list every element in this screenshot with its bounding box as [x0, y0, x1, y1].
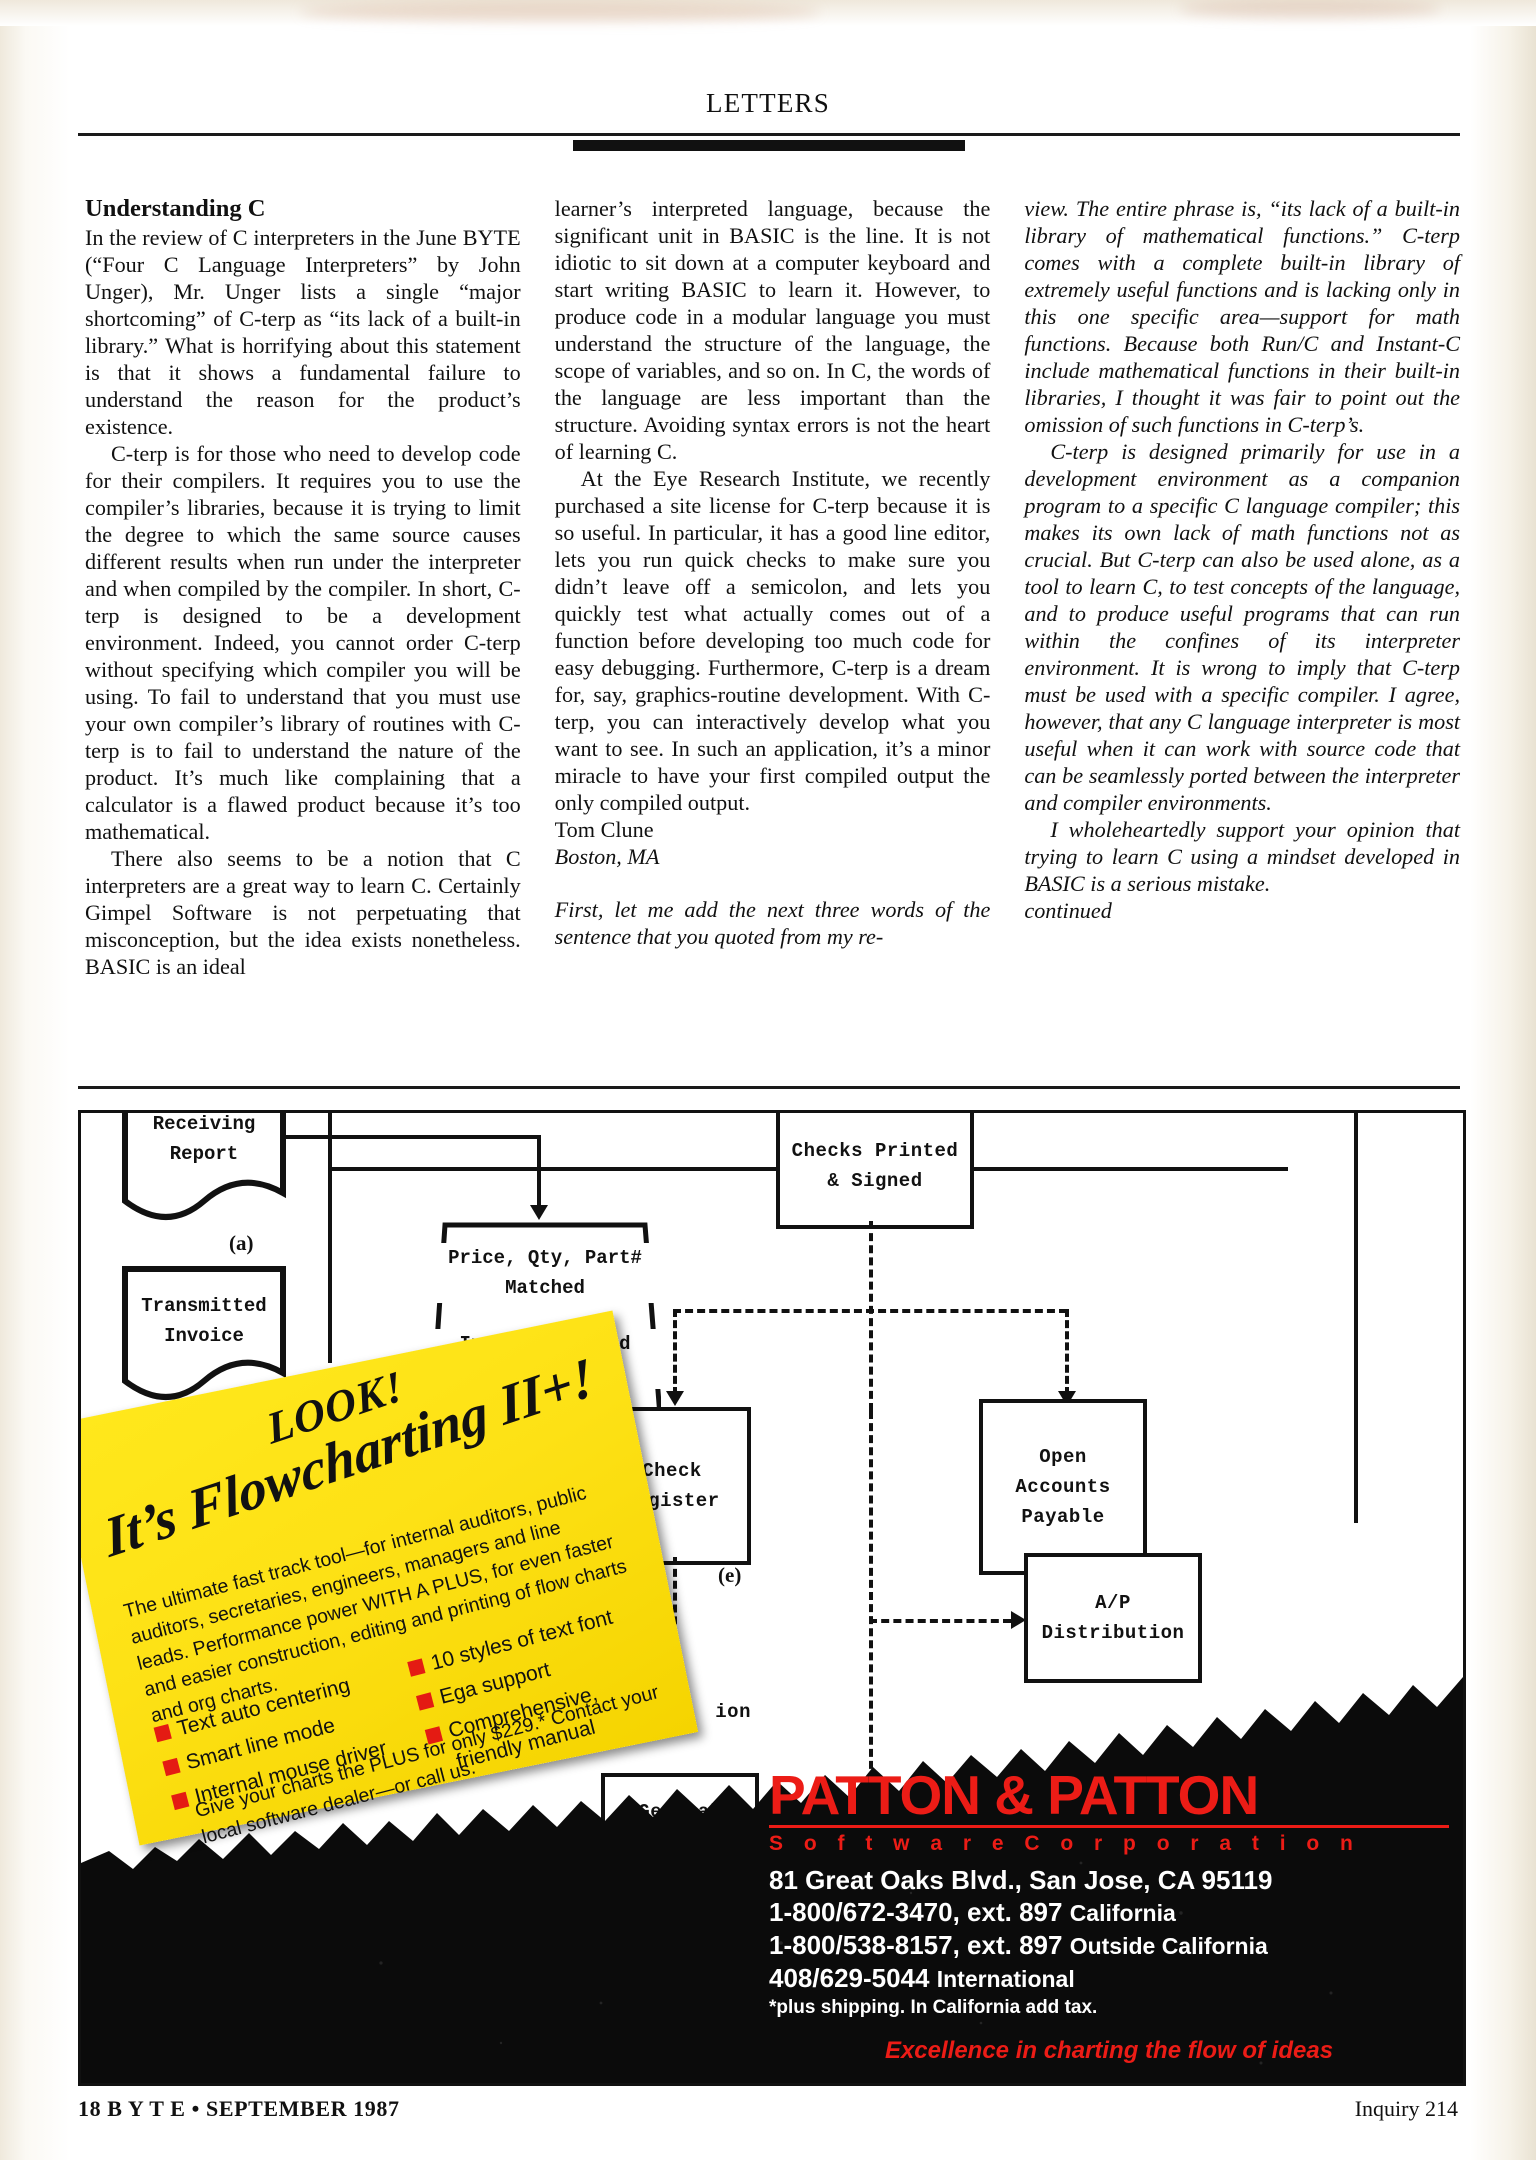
scan-edge — [0, 0, 1536, 26]
flowchart-node-ap-distribution: A/P Distribution — [1024, 1553, 1202, 1683]
ad-company-phone-3-region: International — [936, 1966, 1075, 1992]
letter-col1-paragraph-2: C-terp is for those who need to develop … — [85, 441, 521, 844]
ad-divider-rule — [78, 1086, 1460, 1089]
ad-company-phone-1-number: 1-800/672-3470, ext. 897 — [769, 1897, 1063, 1927]
flowchart-node-checks-line-1: Checks Printed — [791, 1140, 959, 1162]
flowchart-node-receiving-report-line-1: Receiving — [152, 1113, 256, 1135]
flowchart-node-transmitted-invoice-line-1: Transmitted — [141, 1295, 267, 1317]
letter-col1-paragraph-1: In the review of C interpreters in the J… — [85, 225, 521, 439]
flowchart-dashed-connector — [869, 1221, 873, 1411]
flowchart-node-oap-line-2: Accounts — [1015, 1476, 1111, 1498]
ad-company-name: PATTON & PATTON — [769, 1764, 1259, 1826]
ad-company-address: 81 Great Oaks Blvd., San Jose, CA 95119 — [769, 1865, 1273, 1895]
flowchart-node-oap-line-1: Open — [1039, 1446, 1087, 1468]
flowchart-label-a: (a) — [229, 1231, 254, 1255]
flowchart-node-check-register-line-1: Check — [642, 1460, 702, 1482]
ad-content: Receiving Report (a) Transmitted Invoice… — [81, 1113, 1463, 2083]
flowchart-dashed-connector — [673, 1309, 677, 1395]
bullet-square-icon — [153, 1724, 172, 1743]
flowchart-node-oap-line-3: Payable — [1021, 1506, 1105, 1528]
flowchart-node-open-accounts-payable: Open Accounts Payable — [979, 1399, 1147, 1575]
ad-company-phone-3: 408/629-5044 International — [769, 1962, 1449, 1995]
flowchart-connector — [281, 1113, 285, 1139]
ad-black-panel — [81, 1663, 1463, 2083]
spacer — [555, 870, 991, 896]
flowchart-node-checks-line-2: & Signed — [827, 1170, 923, 1192]
flowchart-node-checks-printed: Checks Printed & Signed — [776, 1113, 974, 1229]
ad-company-disclaimer: *plus shipping. In California add tax. — [769, 1997, 1098, 2018]
flowchart-node-receiving-report: Receiving Report — [121, 1113, 286, 1227]
bullet-square-icon — [407, 1658, 426, 1677]
letter-col1-paragraph-3: There also seems to be a notion that C i… — [85, 846, 521, 979]
header-accent-bar — [573, 140, 965, 151]
flowchart-arrow-down — [666, 1391, 684, 1406]
flowchart-dashed-connector — [673, 1309, 1067, 1313]
ad-company-phone-1: 1-800/672-3470, ext. 897 California — [769, 1896, 1449, 1929]
ad-company-block: PATTON & PATTON S o f t w a r e C o r p … — [769, 1767, 1449, 2065]
flowchart-arrow-right — [1011, 1611, 1026, 1629]
flowchart-node-ap-line-1: A/P — [1095, 1592, 1131, 1614]
editor-reply-paragraph-3: I wholeheartedly support your opinion th… — [1024, 817, 1461, 896]
letter-signer-city: Boston, MA — [554, 844, 660, 869]
flowchart-dashed-connector — [869, 1619, 1011, 1623]
flowchart-node-ap-line-2: Distribution — [1041, 1622, 1185, 1644]
letter-title: Understanding C — [85, 195, 266, 222]
flowchart-connector — [281, 1135, 541, 1139]
bullet-square-icon — [171, 1791, 190, 1811]
ad-company-rule — [769, 1825, 1449, 1828]
flowchart-connector — [1354, 1113, 1358, 1523]
bullet-square-icon — [415, 1692, 435, 1711]
page-title: LETTERS — [706, 88, 830, 118]
flowchart-node-price-line-2: Matched — [429, 1273, 661, 1303]
flowchart-dashed-connector — [869, 1411, 873, 1781]
flowchart-node-receiving-report-line-2: Report — [169, 1143, 239, 1165]
ad-company-phone-2-number: 1-800/538-8157, ext. 897 — [769, 1930, 1063, 1960]
letter-col2-paragraph-2: At the Eye Research Institute, we recent… — [554, 466, 991, 815]
column-2: learner’s interpreted language, because … — [555, 195, 991, 1075]
letter-col2-paragraph-1: learner’s interpreted language, because … — [554, 196, 991, 464]
ad-company-phone-3-number: 408/629-5044 — [769, 1963, 930, 1993]
ad-company-phone-2-region: Outside California — [1069, 1933, 1268, 1959]
editor-reply-paragraph-2: C-terp is designed primarily for use in … — [1024, 439, 1461, 815]
flowchart-label-e-left: (e) — [718, 1563, 742, 1587]
advertisement[interactable]: Receiving Report (a) Transmitted Invoice… — [78, 1110, 1466, 2086]
flowchart-node-partial-text: ion — [715, 1701, 751, 1723]
ad-company-phone-2: 1-800/538-8157, ext. 897 Outside Califor… — [769, 1929, 1449, 1962]
ad-company-phone-1-region: California — [1069, 1900, 1176, 1926]
flowchart-dashed-connector — [1065, 1309, 1069, 1395]
flowchart-arrow-down — [530, 1205, 548, 1220]
page-footer-left: 18 B Y T E • SEPTEMBER 1987 — [78, 2096, 400, 2121]
ad-company-tagline: Excellence in charting the flow of ideas — [884, 2037, 1334, 2064]
letter-signer-name: Tom Clune — [554, 817, 654, 842]
column-1: Understanding C In the review of C inter… — [85, 195, 521, 1075]
flowchart-node-price-line-1: Price, Qty, Part# — [429, 1243, 661, 1273]
flowchart-connector — [537, 1135, 541, 1207]
ad-company-subtitle: S o f t w a r e C o r p o r a t i o n — [769, 1832, 1361, 1855]
header-rule — [78, 133, 1460, 136]
editor-reply-paragraph-1: view. The entire phrase is, “its lack of… — [1024, 196, 1461, 437]
flowchart-connector — [328, 1113, 332, 1363]
column-3: view. The entire phrase is, “its lack of… — [1024, 195, 1460, 1075]
article-columns: Understanding C In the review of C inter… — [85, 195, 1460, 1075]
flowchart-node-transmitted-invoice-line-2: Invoice — [164, 1325, 244, 1347]
page-footer-right: Inquiry 214 — [1354, 2096, 1458, 2121]
editor-reply-lead: First, let me add the next three words o… — [554, 897, 991, 949]
continued-marker: continued — [1024, 898, 1112, 923]
bullet-square-icon — [162, 1757, 181, 1777]
